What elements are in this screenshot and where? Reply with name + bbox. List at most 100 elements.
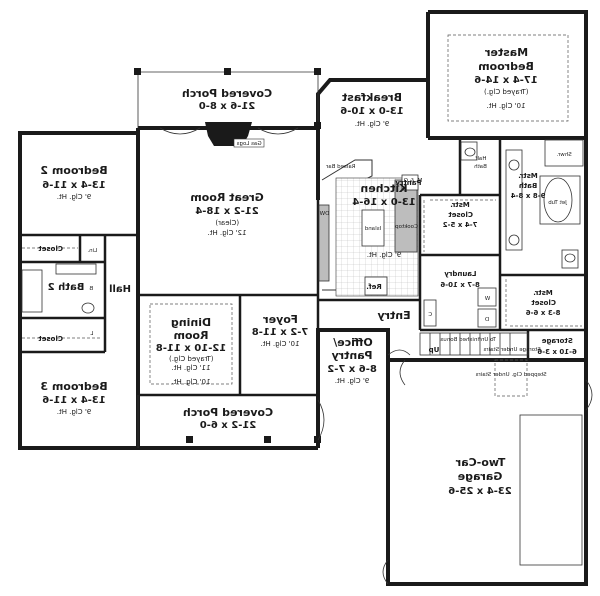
svg-text:Laundry: Laundry <box>444 270 477 278</box>
svg-text:Mstr.: Mstr. <box>518 172 538 180</box>
svg-text:DW: DW <box>319 211 329 217</box>
svg-text:Bedroom 2: Bedroom 2 <box>40 164 107 177</box>
svg-text:9-8 x 8-4: 9-8 x 8-4 <box>511 192 546 200</box>
master-closet-bottom-label: Mstr. Closet 8-3 x 6-6 <box>526 289 561 317</box>
svg-text:9' Clg. Ht.: 9' Clg. Ht. <box>57 193 92 201</box>
kitchen-fixtures <box>318 159 419 297</box>
dining-tray-ceiling <box>149 303 233 385</box>
master-bedroom-label: Master Bedroom 17-4 x 14-6 (Trayed Clg.)… <box>474 46 538 110</box>
svg-text:Up: Up <box>429 346 440 354</box>
svg-text:Dining: Dining <box>171 316 211 329</box>
svg-text:Bath: Bath <box>474 164 487 170</box>
svg-text:Pantry: Pantry <box>395 179 421 187</box>
svg-text:Bedroom 3: Bedroom 3 <box>40 380 107 393</box>
svg-text:L: L <box>89 331 93 337</box>
svg-text:W: W <box>484 296 490 302</box>
master-bath-label: Mstr. Bath 9-8 x 8-4 Shwr. Jet Tub <box>511 152 572 206</box>
svg-text:Shwr.: Shwr. <box>557 152 572 158</box>
svg-text:Master: Master <box>484 46 528 59</box>
svg-text:Hall: Hall <box>109 284 131 295</box>
svg-text:Pantry: Pantry <box>332 349 373 362</box>
svg-text:21-6 x 8-0: 21-6 x 8-0 <box>199 101 256 112</box>
svg-text:Storage Under Stairs: Storage Under Stairs <box>483 347 540 353</box>
garage-details <box>382 349 593 585</box>
svg-text:7-4 x 5-2: 7-4 x 5-2 <box>443 221 478 229</box>
svg-text:Mstr.: Mstr. <box>533 289 553 297</box>
svg-text:10' Clg. Ht.: 10' Clg. Ht. <box>171 378 210 386</box>
svg-text:Gas Logs: Gas Logs <box>237 141 262 147</box>
svg-text:9' Clg. Ht.: 9' Clg. Ht. <box>335 377 370 385</box>
svg-text:13-4 x 11-6: 13-4 x 11-6 <box>42 180 106 191</box>
svg-text:(Trayed Clg.): (Trayed Clg.) <box>484 88 529 96</box>
bedroom-wing-labels: Closet Lin. Bath 2 B Closet L Hall <box>38 245 131 343</box>
svg-text:Entry: Entry <box>377 309 410 322</box>
svg-text:12-10 x 11-8: 12-10 x 11-8 <box>156 343 226 354</box>
kitchen-label: Kitchen 13-0 x 16-4 9' Clg. Ht. Raised B… <box>319 164 422 291</box>
svg-text:Island: Island <box>365 226 381 232</box>
office-pantry-label: Office/ Pantry 8-6 x 7-2 9' Clg. Ht. <box>327 336 377 385</box>
svg-text:12' Clg. Ht.: 12' Clg. Ht. <box>207 229 246 237</box>
front-porch-label: Covered Porch 21-2 x 6-0 <box>183 406 273 431</box>
svg-text:9' Clg. Ht.: 9' Clg. Ht. <box>355 120 390 128</box>
svg-text:21-2 x 6-0: 21-2 x 6-0 <box>200 420 257 431</box>
svg-text:Stepped Clg. Under Stairs: Stepped Clg. Under Stairs <box>475 372 546 378</box>
interior-walls <box>20 138 586 397</box>
foyer-label: Foyer 7-2 x 11-8 10' Clg. Ht. <box>252 313 309 348</box>
svg-text:9' Clg. Ht.: 9' Clg. Ht. <box>57 408 92 416</box>
rear-porch-label: Covered Porch 21-6 x 8-0 Gas Logs <box>182 87 272 147</box>
svg-text:7-2 x 11-8: 7-2 x 11-8 <box>252 327 309 338</box>
svg-text:Two-Car: Two-Car <box>455 456 505 469</box>
svg-text:C: C <box>428 312 432 318</box>
svg-text:Jet Tub: Jet Tub <box>548 200 568 206</box>
bath-fixtures <box>21 34 584 339</box>
svg-text:(Clear): (Clear) <box>215 219 239 227</box>
front-porch-outline <box>137 395 325 448</box>
svg-text:9' Clg. Ht.: 9' Clg. Ht. <box>367 251 402 259</box>
stairs <box>419 332 529 397</box>
svg-text:10' Clg. Ht.: 10' Clg. Ht. <box>486 102 525 110</box>
svg-text:17-4 x 14-6: 17-4 x 14-6 <box>474 75 538 86</box>
great-room-label: Great Room 21-2 x 18-4 (Clear) 12' Clg. … <box>190 191 263 237</box>
svg-text:Lin.: Lin. <box>87 248 97 254</box>
svg-text:Covered Porch: Covered Porch <box>182 87 272 100</box>
svg-text:8-6 x 7-2: 8-6 x 7-2 <box>327 364 377 375</box>
svg-text:6-10 x 3-6: 6-10 x 3-6 <box>537 348 577 356</box>
svg-text:Closet: Closet <box>448 211 473 219</box>
svg-text:Covered Porch: Covered Porch <box>183 406 273 419</box>
svg-text:Half: Half <box>475 156 487 162</box>
svg-text:Mstr.: Mstr. <box>450 201 470 209</box>
svg-text:8-7 x 10-6: 8-7 x 10-6 <box>440 281 480 289</box>
laundry-label: Laundry 8-7 x 10-6 W D C <box>428 270 490 323</box>
svg-text:10' Clg. Ht.: 10' Clg. Ht. <box>260 340 299 348</box>
bedroom3-label: Bedroom 3 13-4 x 11-6 9' Clg. Ht. <box>40 380 107 416</box>
svg-text:21-2 x 18-4: 21-2 x 18-4 <box>195 206 259 217</box>
master-closet-top-label: Mstr. Closet 7-4 x 5-2 <box>443 201 478 229</box>
svg-text:M. & O.: M. & O. <box>402 178 422 184</box>
garage-label: Two-Car Garage 23-4 x 25-6 <box>448 456 512 497</box>
breakfast-label: Breakfast 13-0 x 10-6 9' Clg. Ht. <box>340 91 404 128</box>
svg-text:Bath 2: Bath 2 <box>48 282 85 293</box>
svg-text:23-4 x 25-6: 23-4 x 25-6 <box>448 486 512 497</box>
svg-text:Closet: Closet <box>38 335 63 343</box>
svg-text:13-0 x 10-6: 13-0 x 10-6 <box>340 106 404 117</box>
svg-text:Foyer: Foyer <box>263 313 298 326</box>
svg-text:Office/: Office/ <box>332 336 373 349</box>
svg-text:Kitchen: Kitchen <box>360 182 407 195</box>
half-bath-label: Half Bath <box>474 156 487 170</box>
svg-text:Ref.: Ref. <box>366 283 381 291</box>
bedroom2-label: Bedroom 2 13-4 x 11-6 9' Clg. Ht. <box>40 164 107 201</box>
fireplace <box>205 122 265 148</box>
svg-text:Raised Bar: Raised Bar <box>325 164 355 170</box>
storage-label: Storage 6-10 x 3-6 <box>537 337 577 356</box>
svg-text:Storage: Storage <box>541 337 572 345</box>
svg-text:Cooktop: Cooktop <box>395 224 418 230</box>
svg-text:11' Clg. Ht.: 11' Clg. Ht. <box>171 364 210 372</box>
dining-room-label: Dining Room 12-10 x 11-8 (Trayed Clg.) 1… <box>156 316 226 386</box>
svg-text:Closet: Closet <box>38 245 63 253</box>
stairs-labels: To Unfinished Bonus Up Storage Under Sta… <box>429 337 547 378</box>
svg-text:(Trayed Clg.): (Trayed Clg.) <box>169 355 214 363</box>
svg-text:B: B <box>89 286 93 292</box>
rear-porch-outline <box>134 68 321 135</box>
